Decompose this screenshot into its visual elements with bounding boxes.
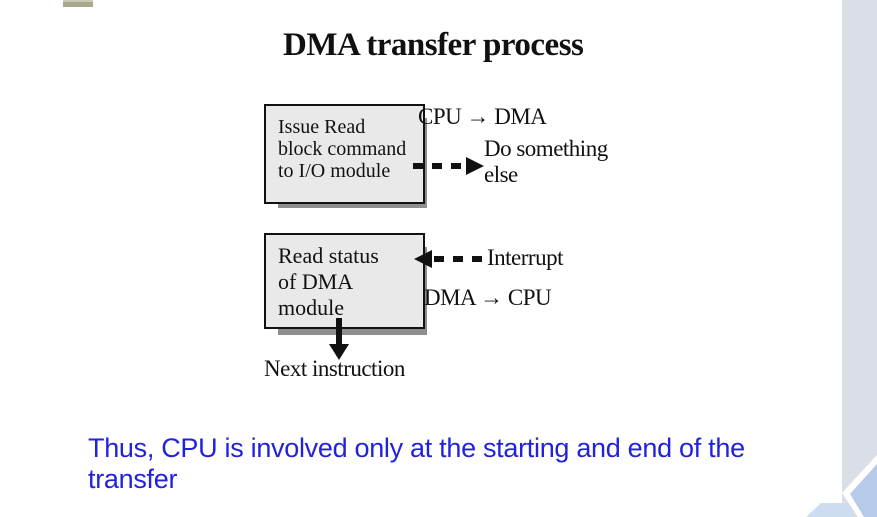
label-do-something-line2: else [484,162,518,187]
solid-arrow-down-line [336,318,342,346]
box-read-status: Read status of DMA module [264,233,425,329]
box2-line1: Read status [278,243,379,268]
label-dma-to-cpu: DMA → CPU [424,285,552,310]
arrowhead-left-icon [414,250,432,268]
conclusion-line1: Thus, CPU is involved only at the starti… [88,433,745,463]
side-column-decoration [842,0,877,517]
corner-chevrons-decoration [806,455,877,517]
light-chevron-shape [806,503,853,517]
dashed-arrow-right-line [413,163,466,169]
label-cpu-to-dma: CPU → DMA [418,104,547,129]
label-do-something-line1: Do something [484,136,608,161]
conclusion-line2: transfer [88,464,178,494]
label-interrupt: Interrupt [487,245,563,270]
conclusion-text: Thus, CPU is involved only at the starti… [88,433,745,495]
tan-fragment-decoration [63,0,93,7]
box-issue-read-command: Issue Read block command to I/O module [264,104,425,204]
box2-line2: of DMA [278,269,354,294]
box1-line2: block command [278,138,407,160]
blue-chevron-shape [850,464,877,517]
box2-line3: module [278,295,344,320]
label-do-something-else: Do something else [484,136,608,188]
arrowhead-down-icon [329,344,349,360]
box1-line1: Issue Read [278,116,366,138]
arrowhead-right-icon [466,157,484,175]
label-next-instruction: Next instruction [264,356,405,381]
slide-title: DMA transfer process [283,27,584,63]
box1-line3: to I/O module [278,160,391,182]
dashed-arrow-left-line [434,256,484,262]
